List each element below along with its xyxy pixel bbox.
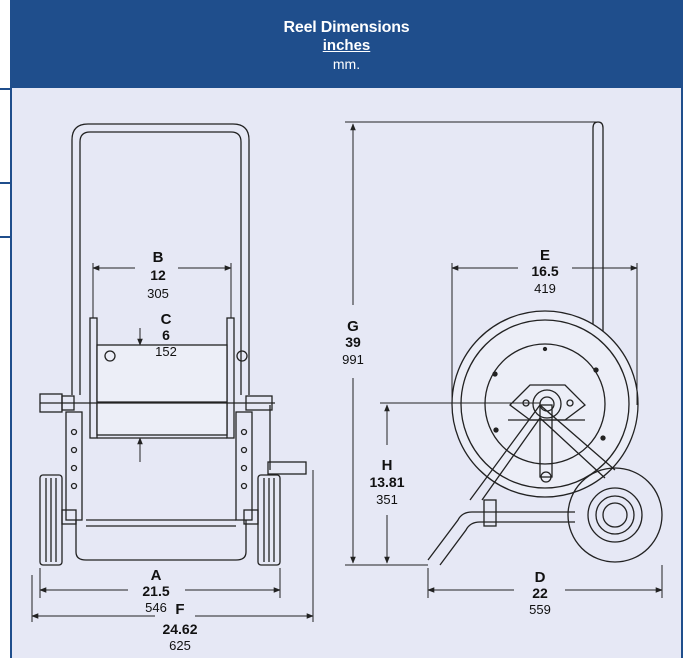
dimension-b-label: B 12 305 [147, 249, 169, 301]
front-handle [71, 123, 250, 395]
dim-g-mm: 991 [342, 352, 364, 367]
dimension-h-label: H 13.81 351 [369, 457, 404, 507]
dim-e-inches: 16.5 [531, 263, 558, 279]
dim-c-mm: 152 [155, 344, 177, 359]
dim-d-mm: 559 [529, 602, 551, 617]
side-base [427, 511, 575, 561]
left-rail [0, 0, 10, 658]
dim-h-mm: 351 [376, 492, 398, 507]
unit-inches-label: inches [322, 37, 371, 54]
dimension-a-label: A 21.5 546 [142, 567, 169, 615]
dim-g-inches: 39 [345, 334, 361, 350]
dim-f-mm: 625 [169, 638, 191, 653]
left-side-plate [89, 317, 98, 439]
dim-a-letter: A [151, 567, 162, 584]
side-dimension-lines [345, 121, 663, 598]
dimension-e-label: E 16.5 419 [531, 247, 558, 296]
header: Reel Dimensions inches mm. [12, 0, 681, 88]
reel-drum [96, 344, 228, 436]
dimension-d-label: D 22 559 [529, 569, 551, 617]
dim-h-inches: 13.81 [369, 474, 404, 490]
dim-b-inches: 12 [150, 267, 166, 283]
inlet-fitting [104, 350, 116, 362]
unit-mm-label: mm. [332, 56, 361, 72]
dim-d-inches: 22 [532, 585, 548, 601]
left-leg [65, 411, 83, 521]
front-dimension-lines [31, 263, 314, 622]
dim-e-mm: 419 [534, 281, 556, 296]
rail-tick [0, 182, 10, 184]
dim-c-inches: 6 [162, 327, 170, 343]
reel-flange [451, 310, 639, 498]
side-view [427, 121, 663, 566]
crank-handle [267, 461, 307, 475]
dim-c-letter: C [161, 311, 172, 328]
dim-f-letter: F [175, 601, 184, 618]
right-side-plate [226, 317, 235, 439]
rail-tick [0, 88, 10, 90]
dim-d-letter: D [535, 569, 546, 586]
dim-e-letter: E [540, 247, 550, 264]
reel-hub [532, 389, 562, 419]
dim-b-mm: 305 [147, 286, 169, 301]
dim-b-letter: B [153, 249, 164, 266]
dim-g-letter: G [347, 318, 359, 335]
dimension-c-label: C 6 152 [155, 311, 177, 359]
front-handle-inner [79, 131, 242, 395]
dimension-g-label: G 39 991 [342, 318, 364, 367]
bottom-frame [75, 520, 247, 561]
dim-h-letter: H [382, 457, 393, 474]
side-wheel [567, 467, 663, 563]
dim-a-mm: 546 [145, 600, 167, 615]
front-view [39, 123, 307, 566]
dim-a-inches: 21.5 [142, 583, 169, 599]
rail-tick [0, 236, 10, 238]
page-title: Reel Dimensions [283, 19, 410, 36]
dimension-f-label: F 24.62 625 [162, 601, 197, 653]
dim-f-inches: 24.62 [162, 621, 197, 637]
